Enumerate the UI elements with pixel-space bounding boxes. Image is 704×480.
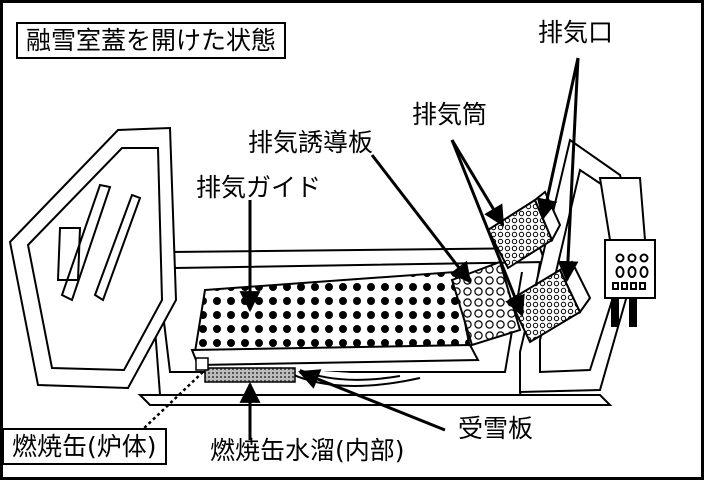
control-box (604, 239, 656, 327)
label-exhaust-guide-plate: 排気誘導板 (248, 128, 374, 157)
leader-lines (139, 57, 580, 440)
label-exhaust-pipe: 排気筒 (412, 100, 488, 129)
snow-receiving-plate-shape (279, 367, 421, 387)
label-exhaust-guide: 排気ガイド (196, 173, 322, 202)
label-combustion-can: 燃焼缶(炉体) (2, 428, 167, 465)
label-snow-receiving-plate: 受雪板 (458, 414, 534, 443)
label-exhaust-port: 排気口 (538, 18, 614, 47)
label-combustion-can-water: 燃焼缶水溜(内部) (210, 436, 405, 465)
exhaust-guide-plate (190, 270, 480, 367)
combustion-can-mesh (204, 367, 296, 383)
combustion-can-drain (195, 357, 209, 371)
diagram-title: 融雪室蓋を開けた状態 (16, 22, 287, 59)
open-lid (8, 126, 178, 390)
